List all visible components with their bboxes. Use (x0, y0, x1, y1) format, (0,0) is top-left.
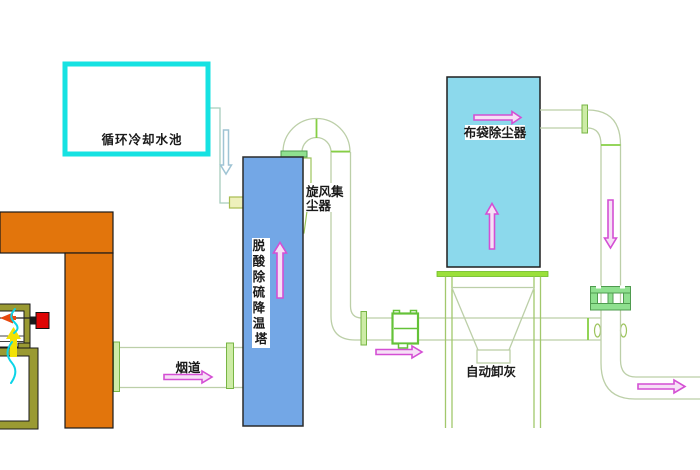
damper-valve (391, 309, 420, 349)
water-inlet-fitting (228, 196, 245, 209)
outlet-down-arrow-icon (603, 199, 618, 250)
support-leg-right (533, 276, 542, 428)
tower-top-flange (280, 150, 308, 158)
cyclone-arch-pipe (280, 117, 351, 158)
support-leg-left (444, 276, 453, 428)
duct-flow-arrow-icon (375, 344, 424, 360)
deacid-tower: 脱 酸 除 硫 降 温 塔 (242, 156, 304, 427)
cooling-pool: 循环冷却水池 (62, 61, 211, 157)
furnace-wall (0, 211, 114, 429)
cyclone-label-bg (304, 183, 348, 212)
tower-label-strip (252, 238, 270, 348)
bag-filter-support: 自动卸灰 (436, 271, 549, 428)
water-down-arrow-icon (219, 129, 233, 176)
bag-filter-label-bg (465, 125, 525, 140)
tower-up-arrow-icon (272, 240, 288, 299)
bag-filter-in-arrow-icon (473, 110, 523, 125)
exhaust-arrow-icon (637, 378, 687, 395)
tee-joint-bolts (593, 323, 628, 338)
cyclone-label-line2: 尘器 (306, 198, 332, 213)
cyclone-label-line1: 旋风集 (305, 184, 344, 199)
cyclone-downcomer-pipe (330, 152, 601, 346)
ash-hopper (451, 286, 535, 364)
outlet-flange (581, 104, 588, 134)
flue-label: 烟道 (175, 360, 201, 375)
burner-stub (30, 316, 36, 325)
outlet-pipe (540, 104, 700, 400)
burner-red-box (35, 312, 50, 329)
flue-flange-right (226, 342, 234, 389)
flame-wave-icon (6, 341, 17, 384)
bag-filter-up-arrow-icon (484, 201, 500, 250)
furnace-lower-frame (0, 347, 39, 430)
furnace (0, 303, 50, 430)
flue-flange-left (113, 341, 120, 392)
ash-discharge-label: 自动卸灰 (466, 364, 517, 379)
cooling-pool-label: 循环冷却水池 (101, 132, 182, 147)
flue-arrow-icon (163, 369, 214, 385)
bag-filter: 布袋除尘器 (446, 76, 541, 268)
bag-filter-label: 布袋除尘器 (464, 125, 527, 140)
updraft-yellow-arrow-icon (6, 327, 21, 357)
support-platform (436, 271, 549, 277)
tower-label: 脱 酸 除 硫 降 温 塔 (253, 238, 270, 346)
pipe-flange (360, 311, 367, 346)
coupling-notch (596, 285, 601, 289)
coupling-notch (620, 285, 625, 289)
cyclone-label-group: 旋风集 尘器 (304, 183, 348, 213)
water-pipe (208, 107, 245, 209)
ash-discharge-box (476, 349, 511, 364)
flame-wave-icon (10, 308, 19, 334)
flue-duct: 烟道 (113, 341, 243, 392)
pipe-coupling (590, 285, 631, 311)
